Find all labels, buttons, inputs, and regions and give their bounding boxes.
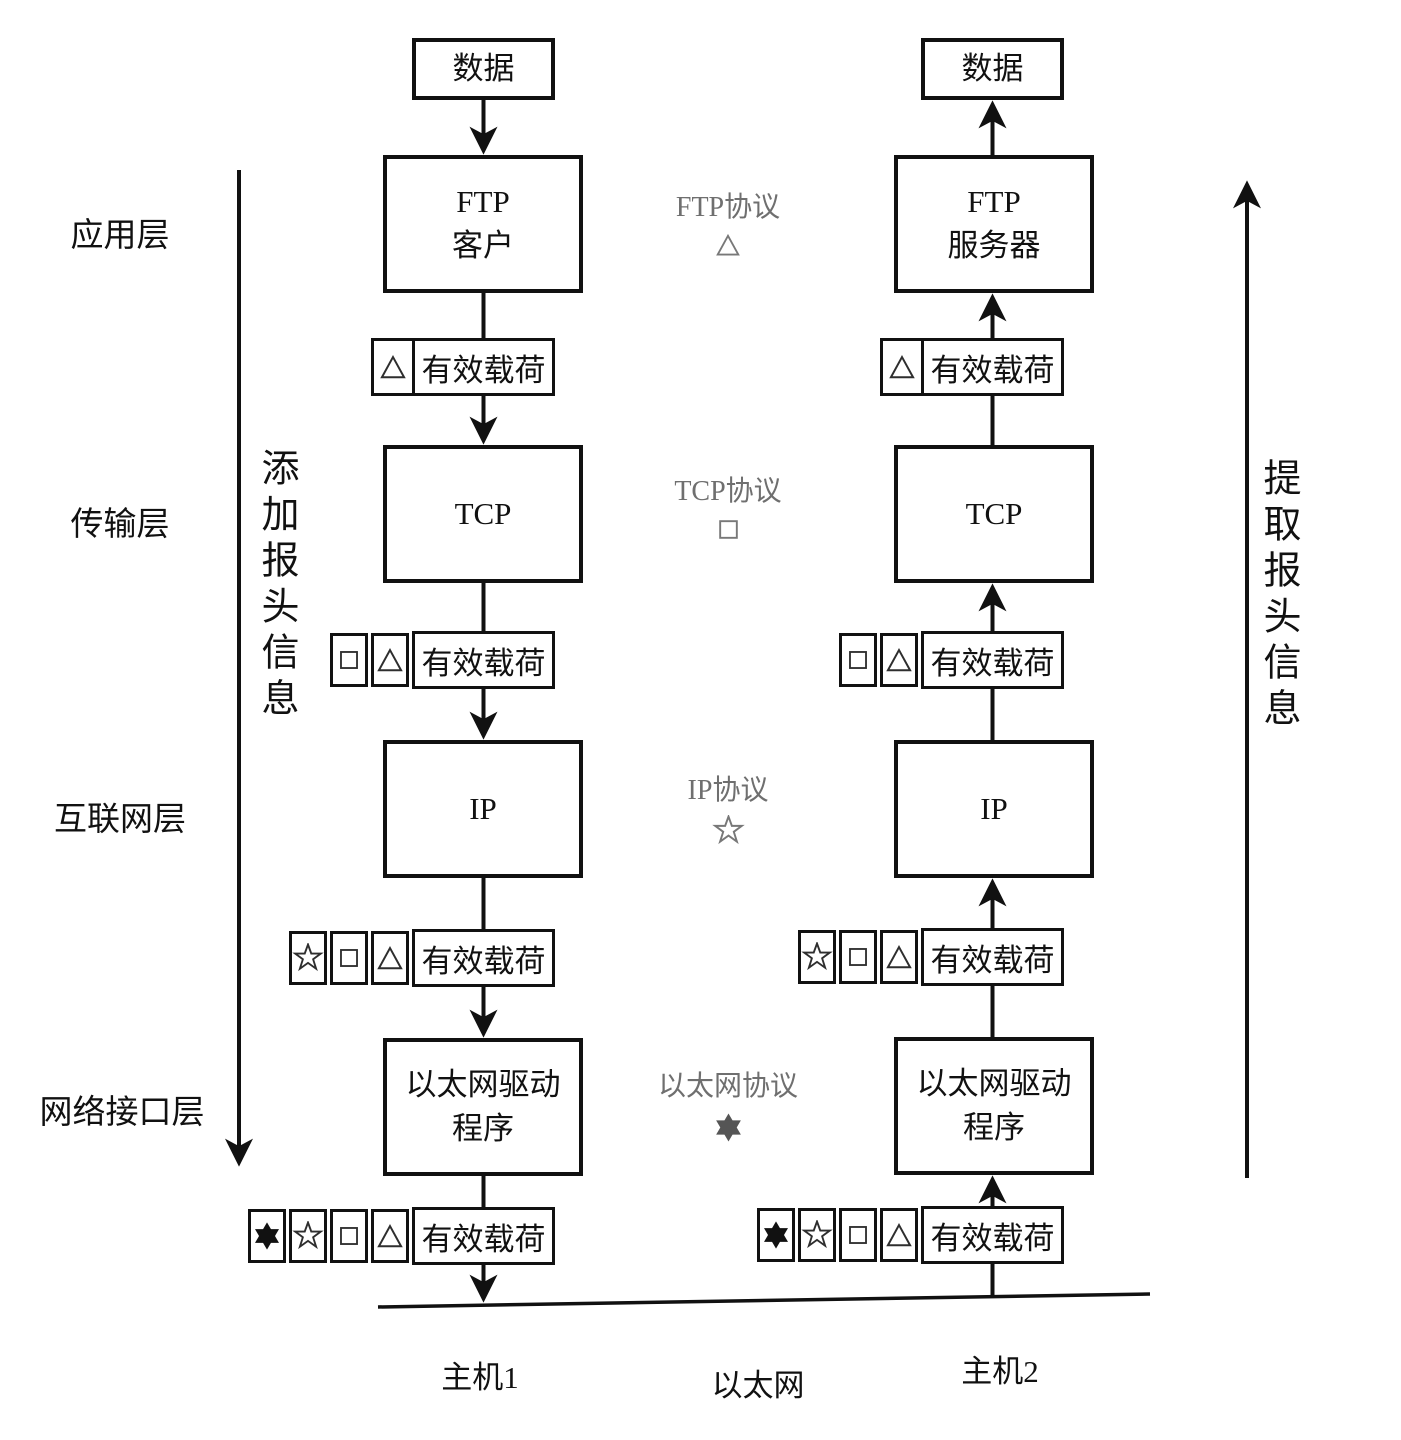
host2-caption: 主机2 — [961, 1354, 1039, 1389]
host2-payload-label: 有效载荷 — [921, 338, 1064, 396]
protocol-ftp-text: FTP协议 — [675, 192, 781, 223]
host2-ftp-server-box: FTP 服务器 — [894, 155, 1094, 293]
host1-tcp-label: TCP — [454, 495, 512, 531]
triangle-icon — [880, 930, 918, 984]
host1-link-line1: 以太网驱动 — [405, 1066, 561, 1102]
star5-icon — [798, 1208, 836, 1262]
host2-data-box: 数据 — [921, 38, 1064, 100]
extract-header-annotation: 提取报头信息 — [1257, 458, 1299, 734]
host2-payload-row-4: 有效载荷 — [757, 1206, 1064, 1264]
host2-link-line1: 以太网驱动 — [916, 1065, 1072, 1101]
protocol-label-ftp: FTP协议 — [643, 192, 813, 266]
host1-tcp-box: TCP — [383, 445, 583, 583]
host1-caption: 主机1 — [441, 1360, 519, 1395]
layer-label-transport: 传输层 — [70, 507, 170, 543]
host1-link-line2: 程序 — [452, 1111, 514, 1146]
triangle-icon — [371, 1209, 409, 1263]
square-icon — [839, 633, 877, 687]
square-icon — [330, 1209, 368, 1263]
layer-label-network-interface: 网络接口层 — [39, 1095, 205, 1131]
host1-ethernet-driver-box: 以太网驱动 程序 — [383, 1038, 583, 1176]
host2-data-label: 数据 — [961, 50, 1024, 86]
host2-app-line2: 服务器 — [947, 228, 1041, 263]
host1-payload-row-2: 有效载荷 — [330, 631, 555, 689]
star6-icon — [248, 1209, 286, 1263]
triangle-icon — [371, 633, 409, 687]
host1-payload-label: 有效载荷 — [412, 631, 555, 689]
host2-payload-row-2: 有效载荷 — [839, 631, 1064, 689]
host2-app-line1: FTP — [967, 183, 1021, 219]
host2-tcp-box: TCP — [894, 445, 1094, 583]
protocol-tcp-text: TCP协议 — [674, 476, 782, 507]
add-header-annotation: 添加报头信息 — [255, 448, 297, 724]
square-icon — [330, 633, 368, 687]
host1-ip-label: IP — [469, 790, 497, 826]
square-icon — [330, 931, 368, 985]
host1-data-box: 数据 — [412, 38, 555, 100]
triangle-icon — [371, 338, 412, 396]
host1-payload-row-3: 有效载荷 — [289, 929, 555, 987]
ethernet-bus-line — [377, 1292, 1151, 1309]
host2-payload-row-3: 有效载荷 — [798, 928, 1064, 986]
star5-icon — [289, 931, 327, 985]
host1-payload-label: 有效载荷 — [412, 929, 555, 987]
host1-payload-label: 有效载荷 — [412, 1207, 555, 1265]
square-icon — [839, 1208, 877, 1262]
triangle-icon — [880, 338, 921, 396]
host1-ip-box: IP — [383, 740, 583, 878]
star6-icon — [757, 1208, 795, 1262]
protocol-ethernet-text: 以太网协议 — [657, 1071, 798, 1102]
host1-payload-row-4: 有效载荷 — [248, 1207, 555, 1265]
host1-payload-label: 有效载荷 — [412, 338, 555, 396]
triangle-icon — [643, 232, 813, 266]
protocol-label-tcp: TCP协议 — [643, 476, 813, 551]
protocol-ip-text: IP协议 — [687, 775, 769, 806]
triangle-icon — [880, 633, 918, 687]
host2-ip-box: IP — [894, 740, 1094, 878]
host2-tcp-label: TCP — [965, 495, 1023, 531]
triangle-icon — [880, 1208, 918, 1262]
ethernet-caption: 以太网 — [711, 1368, 805, 1403]
host2-payload-row-1: 有效载荷 — [880, 338, 1064, 396]
host1-app-line2: 客户 — [452, 228, 514, 263]
star5-icon — [798, 930, 836, 984]
host1-payload-row-1: 有效载荷 — [371, 338, 555, 396]
host1-app-line1: FTP — [456, 183, 510, 219]
host1-ftp-client-box: FTP 客户 — [383, 155, 583, 293]
host2-ip-label: IP — [980, 790, 1008, 826]
star6-icon — [643, 1111, 813, 1152]
layer-label-application: 应用层 — [70, 218, 170, 254]
host2-payload-label: 有效载荷 — [921, 1206, 1064, 1264]
host2-payload-label: 有效载荷 — [921, 928, 1064, 986]
star5-icon — [643, 815, 813, 854]
host2-payload-label: 有效载荷 — [921, 631, 1064, 689]
square-icon — [643, 516, 813, 551]
star5-icon — [289, 1209, 327, 1263]
layer-label-internet: 互联网层 — [54, 802, 186, 838]
host2-ethernet-driver-box: 以太网驱动 程序 — [894, 1037, 1094, 1175]
protocol-label-ip: IP协议 — [643, 775, 813, 854]
host2-link-line2: 程序 — [963, 1110, 1025, 1145]
protocol-label-ethernet: 以太网协议 — [643, 1071, 813, 1152]
triangle-icon — [371, 931, 409, 985]
host1-data-label: 数据 — [452, 50, 515, 86]
square-icon — [839, 930, 877, 984]
